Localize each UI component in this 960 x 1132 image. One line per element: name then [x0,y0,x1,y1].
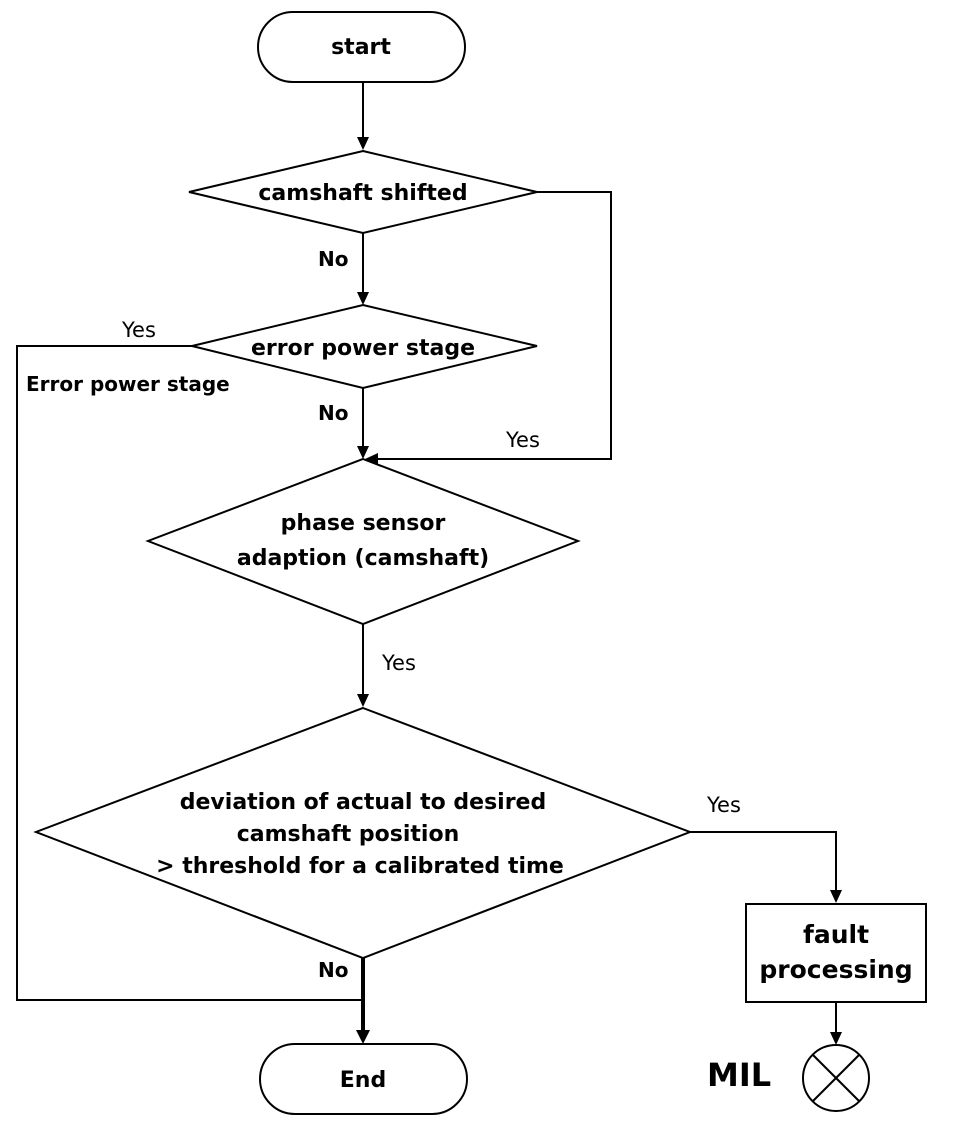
arrowhead [357,446,369,459]
deviation-label-line1: deviation of actual to desired [180,790,546,815]
deviation-decision [33,706,693,960]
fault-processing-box [745,903,927,1003]
start-terminal [257,11,466,83]
edge-label-error-yes: Yes [121,318,156,342]
mil-label: MIL [707,1056,771,1094]
edge-label-error-no: No [318,401,348,425]
phase-sensor-adaption-decision [145,457,581,626]
edge-label-deviation-yes: Yes [706,793,741,817]
arrowhead [357,137,369,150]
arrowhead [365,453,378,465]
connector-error-yes-bypass [16,345,363,1001]
phase-sensor-label-line1: phase sensor [281,511,446,536]
fault-processing-label-line1: fault [803,920,869,949]
error-power-stage-decision [191,303,538,390]
deviation-label-line3: > threshold for a calibrated time [156,854,564,879]
edge-label-camshaft-yes: Yes [505,428,540,452]
arrowhead [357,694,369,707]
error-power-stage-label: error power stage [251,336,475,361]
connector-camshaft-yes-bypass [376,191,612,460]
end-terminal [259,1043,468,1115]
connector-deviation-to-fault [690,831,837,890]
start-label: start [331,35,391,60]
fault-processing-label-line2: processing [759,955,912,984]
edge-label-error-power-stage: Error power stage [26,372,230,396]
arrowhead [830,890,842,903]
arrowhead [830,1032,842,1045]
arrowhead [357,292,369,305]
camshaft-shifted-label: camshaft shifted [258,181,467,206]
end-label: End [340,1068,386,1093]
arrowhead [356,1030,370,1044]
deviation-label-line2: camshaft position [237,822,460,847]
lamp-cross-icon [802,1044,870,1112]
edge-label-phase-yes: Yes [381,651,416,675]
camshaft-shifted-decision [188,149,538,235]
edge-label-deviation-no: No [318,958,348,982]
phase-sensor-label-line2: adaption (camshaft) [237,546,489,571]
edge-label-camshaft-no: No [318,247,348,271]
